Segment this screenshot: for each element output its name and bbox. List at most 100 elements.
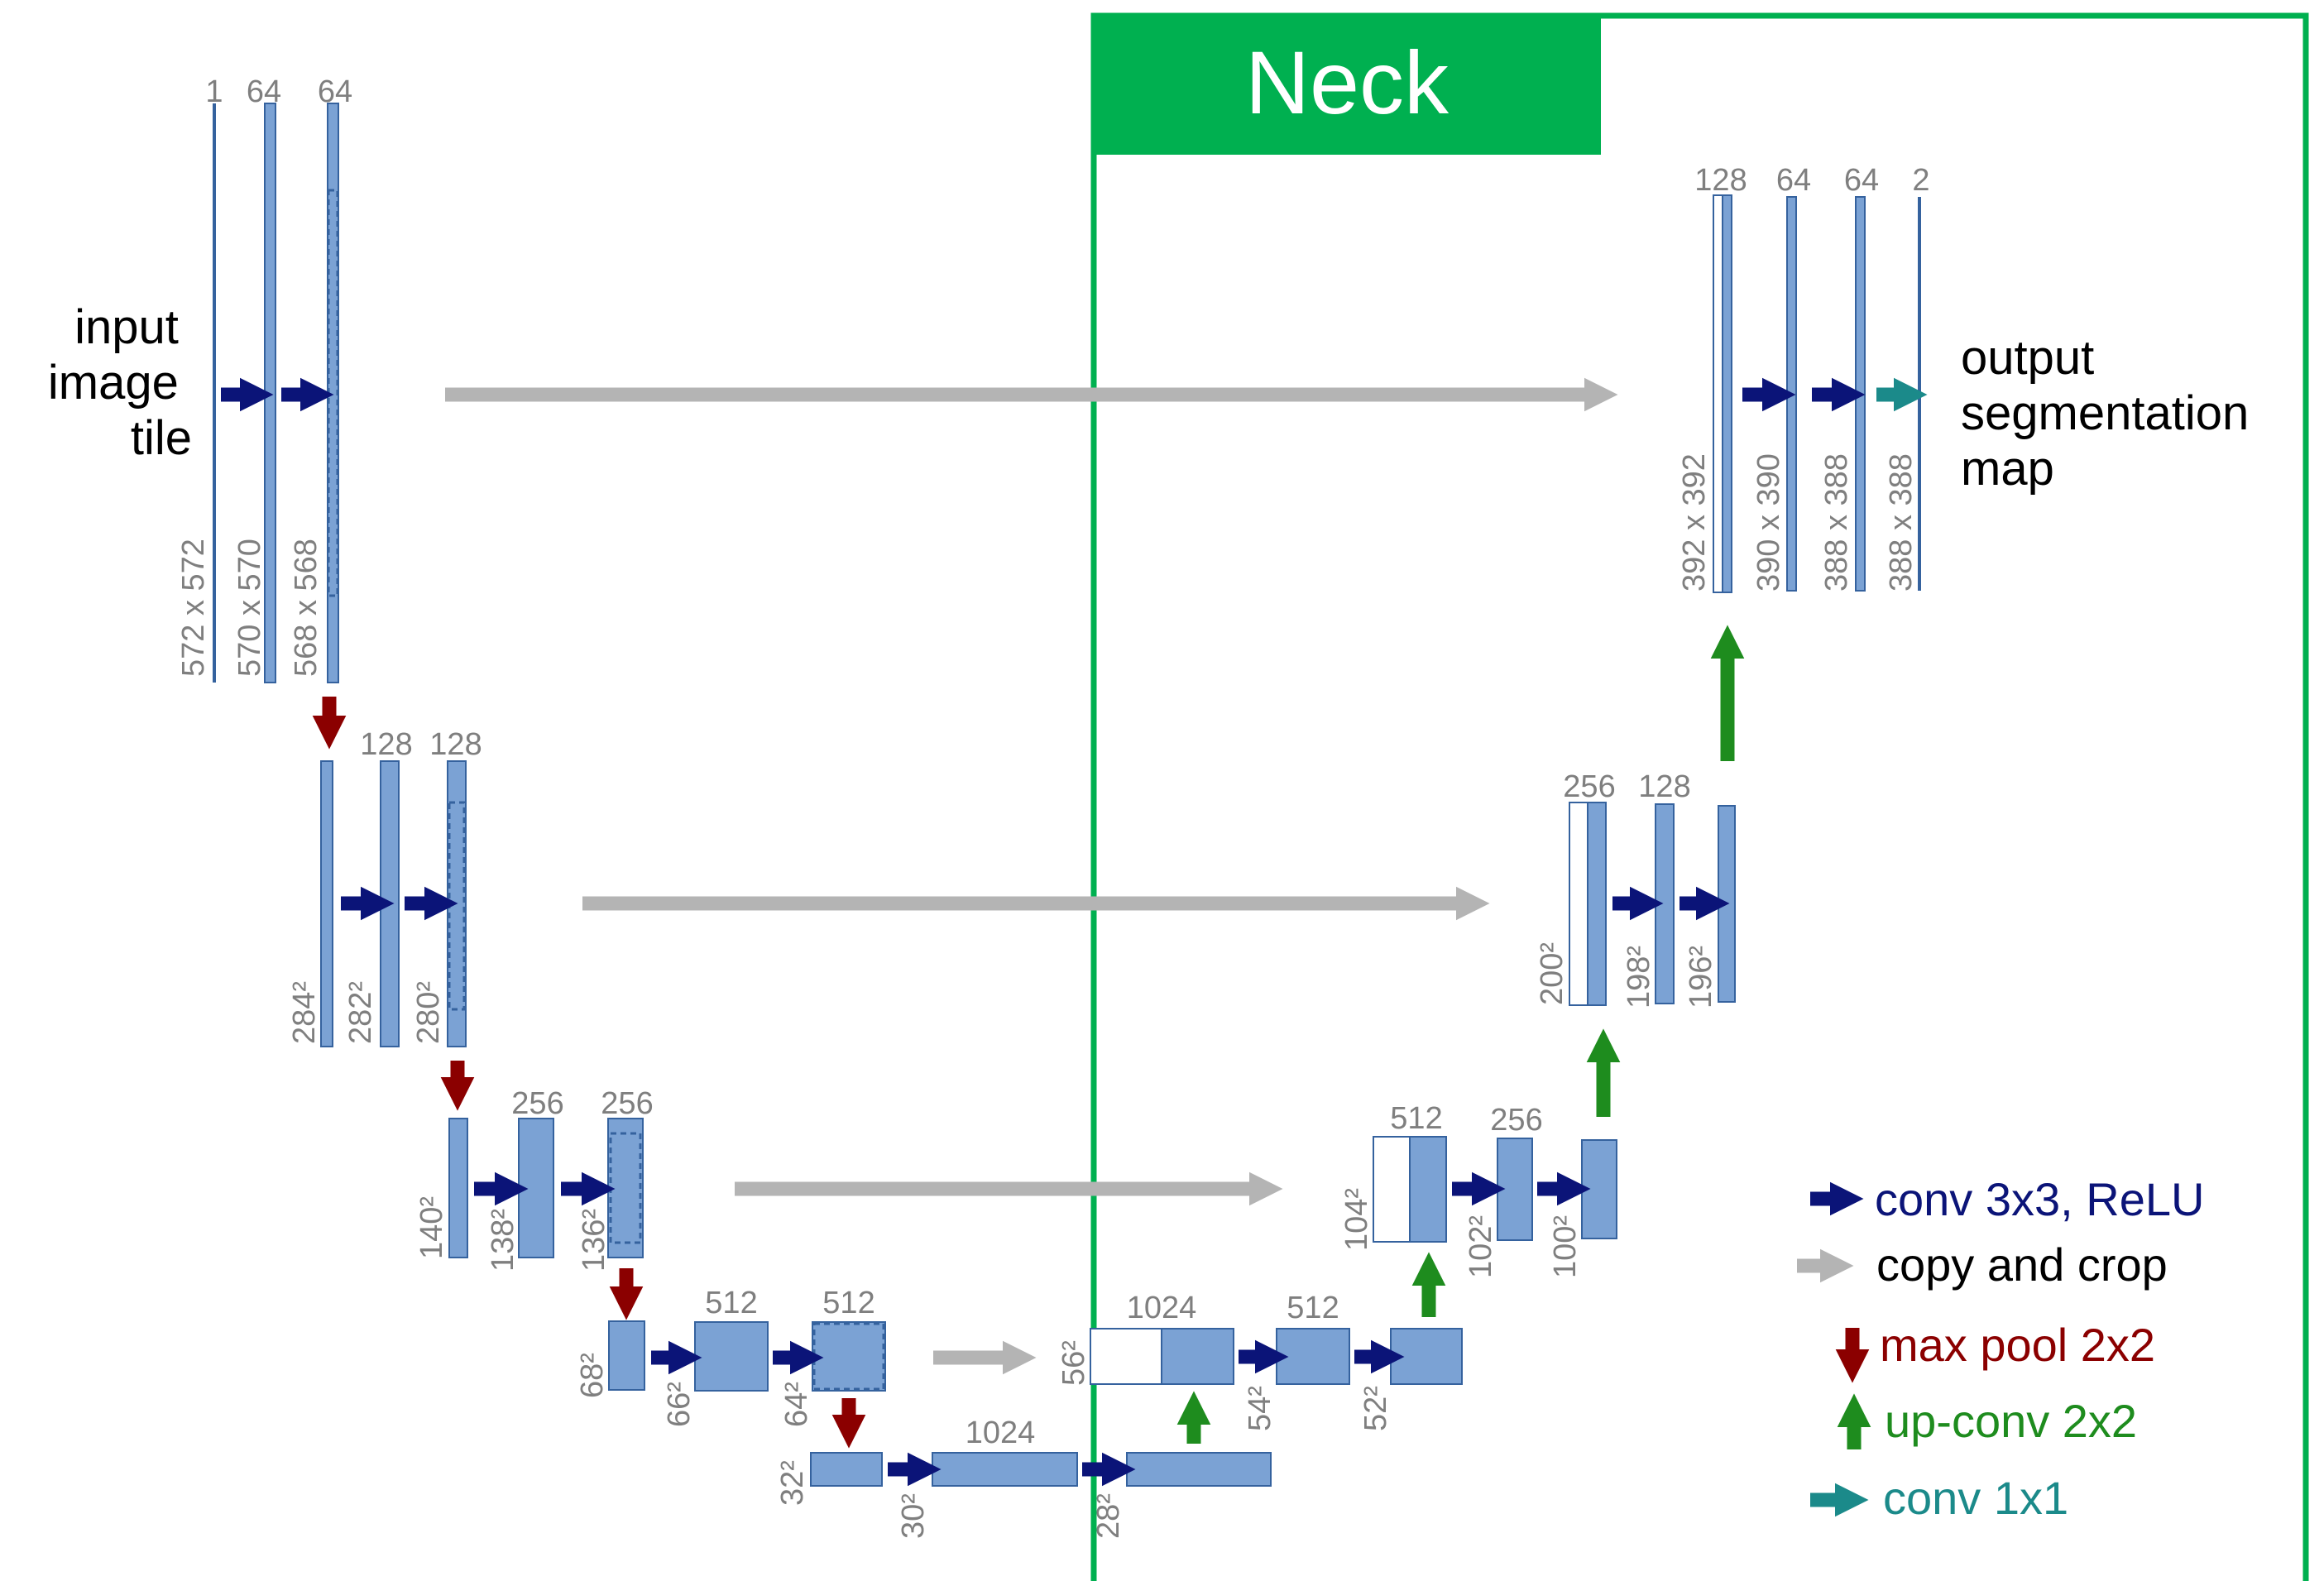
size-label: 30² <box>896 1493 931 1539</box>
size-label: 572 x 572 <box>176 539 211 677</box>
channel-label: 128 <box>429 727 482 762</box>
size-label: 388 x 388 <box>1884 453 1919 592</box>
size-label: 196² <box>1684 946 1718 1008</box>
copied-block-u2 <box>1569 802 1588 1006</box>
output-label-line: segmentation <box>1961 386 2249 440</box>
encoder-level-1: 1 64 64 572 x 572 570 x 570 568 x 568 <box>176 74 1618 750</box>
neck-title: Neck <box>1245 32 1450 132</box>
size-label: 68² <box>575 1353 610 1398</box>
size-label: 282² <box>343 981 378 1044</box>
upconv-block-u2 <box>1587 802 1607 1006</box>
channel-label: 256 <box>511 1086 563 1121</box>
conv-block-u1a <box>1786 196 1797 592</box>
size-label: 28² <box>1091 1493 1126 1539</box>
input-label-line: image <box>48 356 179 410</box>
conv-block-l3a <box>518 1118 554 1258</box>
channel-label: 64 <box>247 74 281 109</box>
legend: conv 3x3, ReLU copy and crop max pool 2x… <box>1797 1173 2204 1524</box>
legend-label-copy: copy and crop <box>1876 1238 2168 1291</box>
channel-label: 512 <box>705 1286 757 1320</box>
size-label: 56² <box>1057 1340 1091 1386</box>
decoder-level-4: 1024 512 56² 54² 52² <box>1057 1252 1463 1431</box>
size-label: 104² <box>1339 1188 1374 1251</box>
channel-label: 512 <box>1390 1101 1442 1136</box>
channel-label: 128 <box>360 727 412 762</box>
conv-block-bottom-a <box>932 1452 1078 1487</box>
size-label: 568 x 568 <box>289 539 323 677</box>
size-label: 200² <box>1535 942 1569 1005</box>
encoder-level-2: 128 128 284² 282² 280² <box>287 727 1490 1111</box>
channel-label: 128 <box>1638 769 1690 804</box>
encoder-level-3: 256 256 140² 138² 136² <box>414 1086 1283 1320</box>
channel-label: 64 <box>1844 163 1879 198</box>
conv-block-l2a <box>380 760 400 1047</box>
conv-block-l4a <box>694 1321 769 1392</box>
channel-label: 512 <box>822 1286 874 1320</box>
decoder-level-2: 256 128 200² 198² 196² <box>1535 625 1745 1008</box>
conv-block-u2b <box>1718 805 1736 1003</box>
copied-block-u4 <box>1090 1328 1162 1385</box>
decoder-level-3: 512 256 104² 102² 100² <box>1339 1028 1621 1278</box>
size-label: 198² <box>1622 946 1656 1008</box>
size-label: 280² <box>411 981 446 1044</box>
conv-block-u4b <box>1390 1328 1463 1385</box>
conv-block-l4b <box>812 1321 886 1392</box>
size-label: 138² <box>486 1209 520 1272</box>
channel-label: 256 <box>1490 1103 1542 1138</box>
conv-block-u3b <box>1581 1139 1617 1239</box>
decoder-level-1: 128 64 64 2 392 x 392 390 x 390 388 x 38… <box>1677 163 1930 593</box>
neck-region-border <box>1090 12 2309 1581</box>
block-l3-in <box>448 1118 468 1258</box>
size-label: 66² <box>662 1382 697 1427</box>
size-label: 102² <box>1464 1215 1498 1278</box>
conv-block-u4a <box>1276 1328 1350 1385</box>
legend-label-conv: conv 3x3, ReLU <box>1875 1173 2204 1225</box>
channel-label: 256 <box>601 1086 653 1121</box>
channel-label: 1024 <box>966 1416 1036 1450</box>
upconv-block-u4 <box>1161 1328 1234 1385</box>
channel-label: 1024 <box>1127 1291 1197 1325</box>
upconv-block-u1 <box>1722 194 1732 593</box>
copied-block-u1 <box>1713 194 1723 593</box>
channel-label: 512 <box>1287 1291 1339 1325</box>
legend-label-pool: max pool 2x2 <box>1880 1319 2155 1371</box>
block-l4-in <box>608 1320 645 1391</box>
size-label: 390 x 390 <box>1751 453 1786 592</box>
conv-block-l3b <box>607 1118 644 1258</box>
legend-label-upconv: up-conv 2x2 <box>1885 1395 2137 1447</box>
input-label-line: tile <box>131 411 192 465</box>
channel-label: 64 <box>318 74 352 109</box>
size-label: 570 x 570 <box>232 539 267 677</box>
conv-block-u2a <box>1655 803 1675 1004</box>
channel-label: 2 <box>1912 163 1929 198</box>
bottleneck-level: 1024 32² 30² 28² <box>775 1391 1272 1539</box>
size-label: 54² <box>1243 1386 1277 1431</box>
output-label-line: map <box>1961 442 2054 496</box>
output-label-line: output <box>1961 331 2094 385</box>
block-bottom-in <box>810 1452 883 1487</box>
size-label: 140² <box>414 1196 449 1259</box>
input-label: input image tile <box>48 300 192 465</box>
size-label: 32² <box>775 1460 810 1506</box>
size-label: 392 x 392 <box>1677 453 1712 592</box>
copied-block-u3 <box>1373 1136 1411 1243</box>
size-label: 388 x 388 <box>1819 453 1854 592</box>
neck-title-bar <box>1094 16 1601 155</box>
crop-region-l4 <box>812 1322 885 1391</box>
encoder-level-4: 512 512 68² 66² 64² <box>575 1286 1037 1449</box>
channel-label: 128 <box>1694 163 1747 198</box>
block-l2-in <box>320 760 333 1047</box>
size-label: 52² <box>1358 1386 1393 1431</box>
size-label: 64² <box>779 1382 814 1427</box>
conv-block-u3a <box>1497 1138 1533 1241</box>
legend-label-conv1x1: conv 1x1 <box>1883 1472 2068 1524</box>
conv-block-u1b <box>1855 196 1866 592</box>
output-label: output segmentation map <box>1961 331 2262 496</box>
upconv-block-u3 <box>1409 1136 1447 1243</box>
size-label: 100² <box>1548 1215 1583 1278</box>
conv-block-bottom-b <box>1126 1452 1272 1487</box>
channel-label: 1 <box>205 74 223 109</box>
channel-label: 256 <box>1563 769 1615 804</box>
